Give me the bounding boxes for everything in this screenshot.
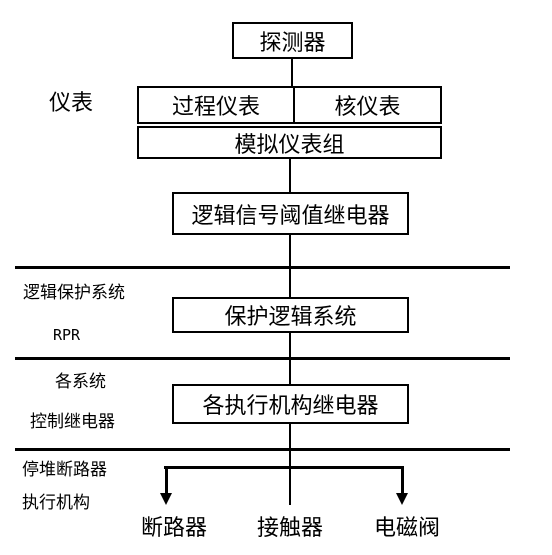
actuator-relay-label: 各执行机构继电器 xyxy=(202,394,379,419)
analog-instrument-group-box: 模拟仪表组 xyxy=(137,126,442,159)
analog-instrument-group-label: 模拟仪表组 xyxy=(234,132,345,158)
each-system-side-label: 各系统 xyxy=(55,372,106,392)
section-divider-3 xyxy=(15,448,510,451)
section-divider-2 xyxy=(15,357,510,360)
nuclear-instrument-label: 核仪表 xyxy=(334,95,401,120)
branch-to-breaker xyxy=(165,466,168,496)
logic-protection-side-label: 逻辑保护系统 xyxy=(23,283,125,303)
connector-actuator-relay-to-outputs xyxy=(289,423,291,505)
logic-threshold-relay-box: 逻辑信号阈值继电器 xyxy=(172,192,409,235)
connector-detector-to-instruments xyxy=(291,58,293,88)
rpr-side-label: RPR xyxy=(53,326,81,344)
solenoid-valve-output-label: 电磁阀 xyxy=(374,516,441,541)
control-relay-side-label: 控制继电器 xyxy=(30,412,115,432)
protection-logic-system-label: 保护逻辑系统 xyxy=(224,305,357,330)
arrow-to-breaker xyxy=(160,493,172,505)
protection-logic-system-box: 保护逻辑系统 xyxy=(172,297,409,333)
branch-to-solenoid-valve xyxy=(401,466,404,496)
actuators-side-label: 执行机构 xyxy=(22,493,90,513)
logic-threshold-relay-label: 逻辑信号阈值继电器 xyxy=(191,203,390,229)
actuator-relay-box: 各执行机构继电器 xyxy=(172,384,409,424)
arrow-to-solenoid-valve xyxy=(396,493,408,505)
output-branch-line xyxy=(164,466,404,469)
process-instrument-label: 过程仪表 xyxy=(171,95,260,120)
nuclear-instrument-box: 核仪表 xyxy=(293,86,442,124)
detector-box: 探测器 xyxy=(232,22,353,59)
breaker-output-label: 断路器 xyxy=(141,516,208,541)
section-divider-1 xyxy=(15,266,510,269)
instruments-side-label: 仪表 xyxy=(49,91,94,116)
contactor-output-label: 接触器 xyxy=(257,516,324,541)
process-instrument-box: 过程仪表 xyxy=(137,86,295,124)
trip-breaker-side-label: 停堆断路器 xyxy=(22,460,107,480)
detector-label: 探测器 xyxy=(259,30,326,56)
connector-analog-to-logic-relay xyxy=(289,158,291,193)
